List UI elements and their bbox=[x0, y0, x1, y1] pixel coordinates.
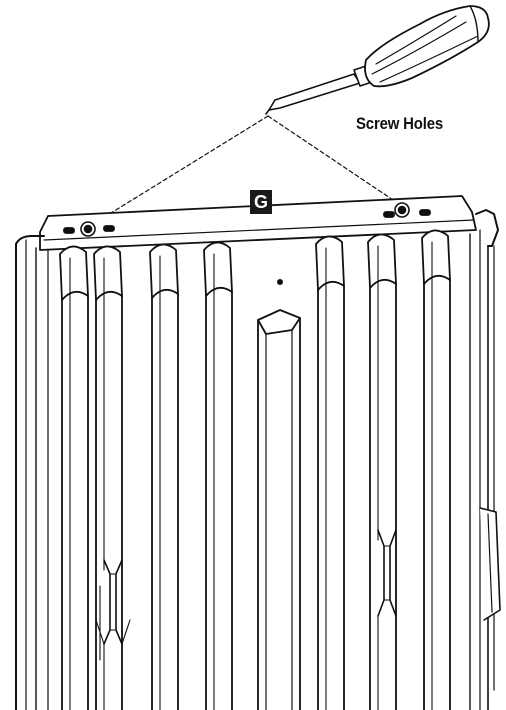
panel-frame bbox=[15, 209, 501, 710]
panel-ribs bbox=[59, 229, 451, 710]
center-trim bbox=[257, 279, 301, 710]
rib-pinch-details bbox=[95, 529, 397, 710]
screw-hole-icon bbox=[80, 202, 410, 237]
screw-holes-label: Screw Holes bbox=[356, 114, 444, 133]
screwdriver-icon bbox=[265, 5, 490, 115]
guide-lines bbox=[89, 115, 403, 227]
top-rail bbox=[39, 195, 477, 251]
part-letter-badge: G bbox=[250, 190, 272, 214]
